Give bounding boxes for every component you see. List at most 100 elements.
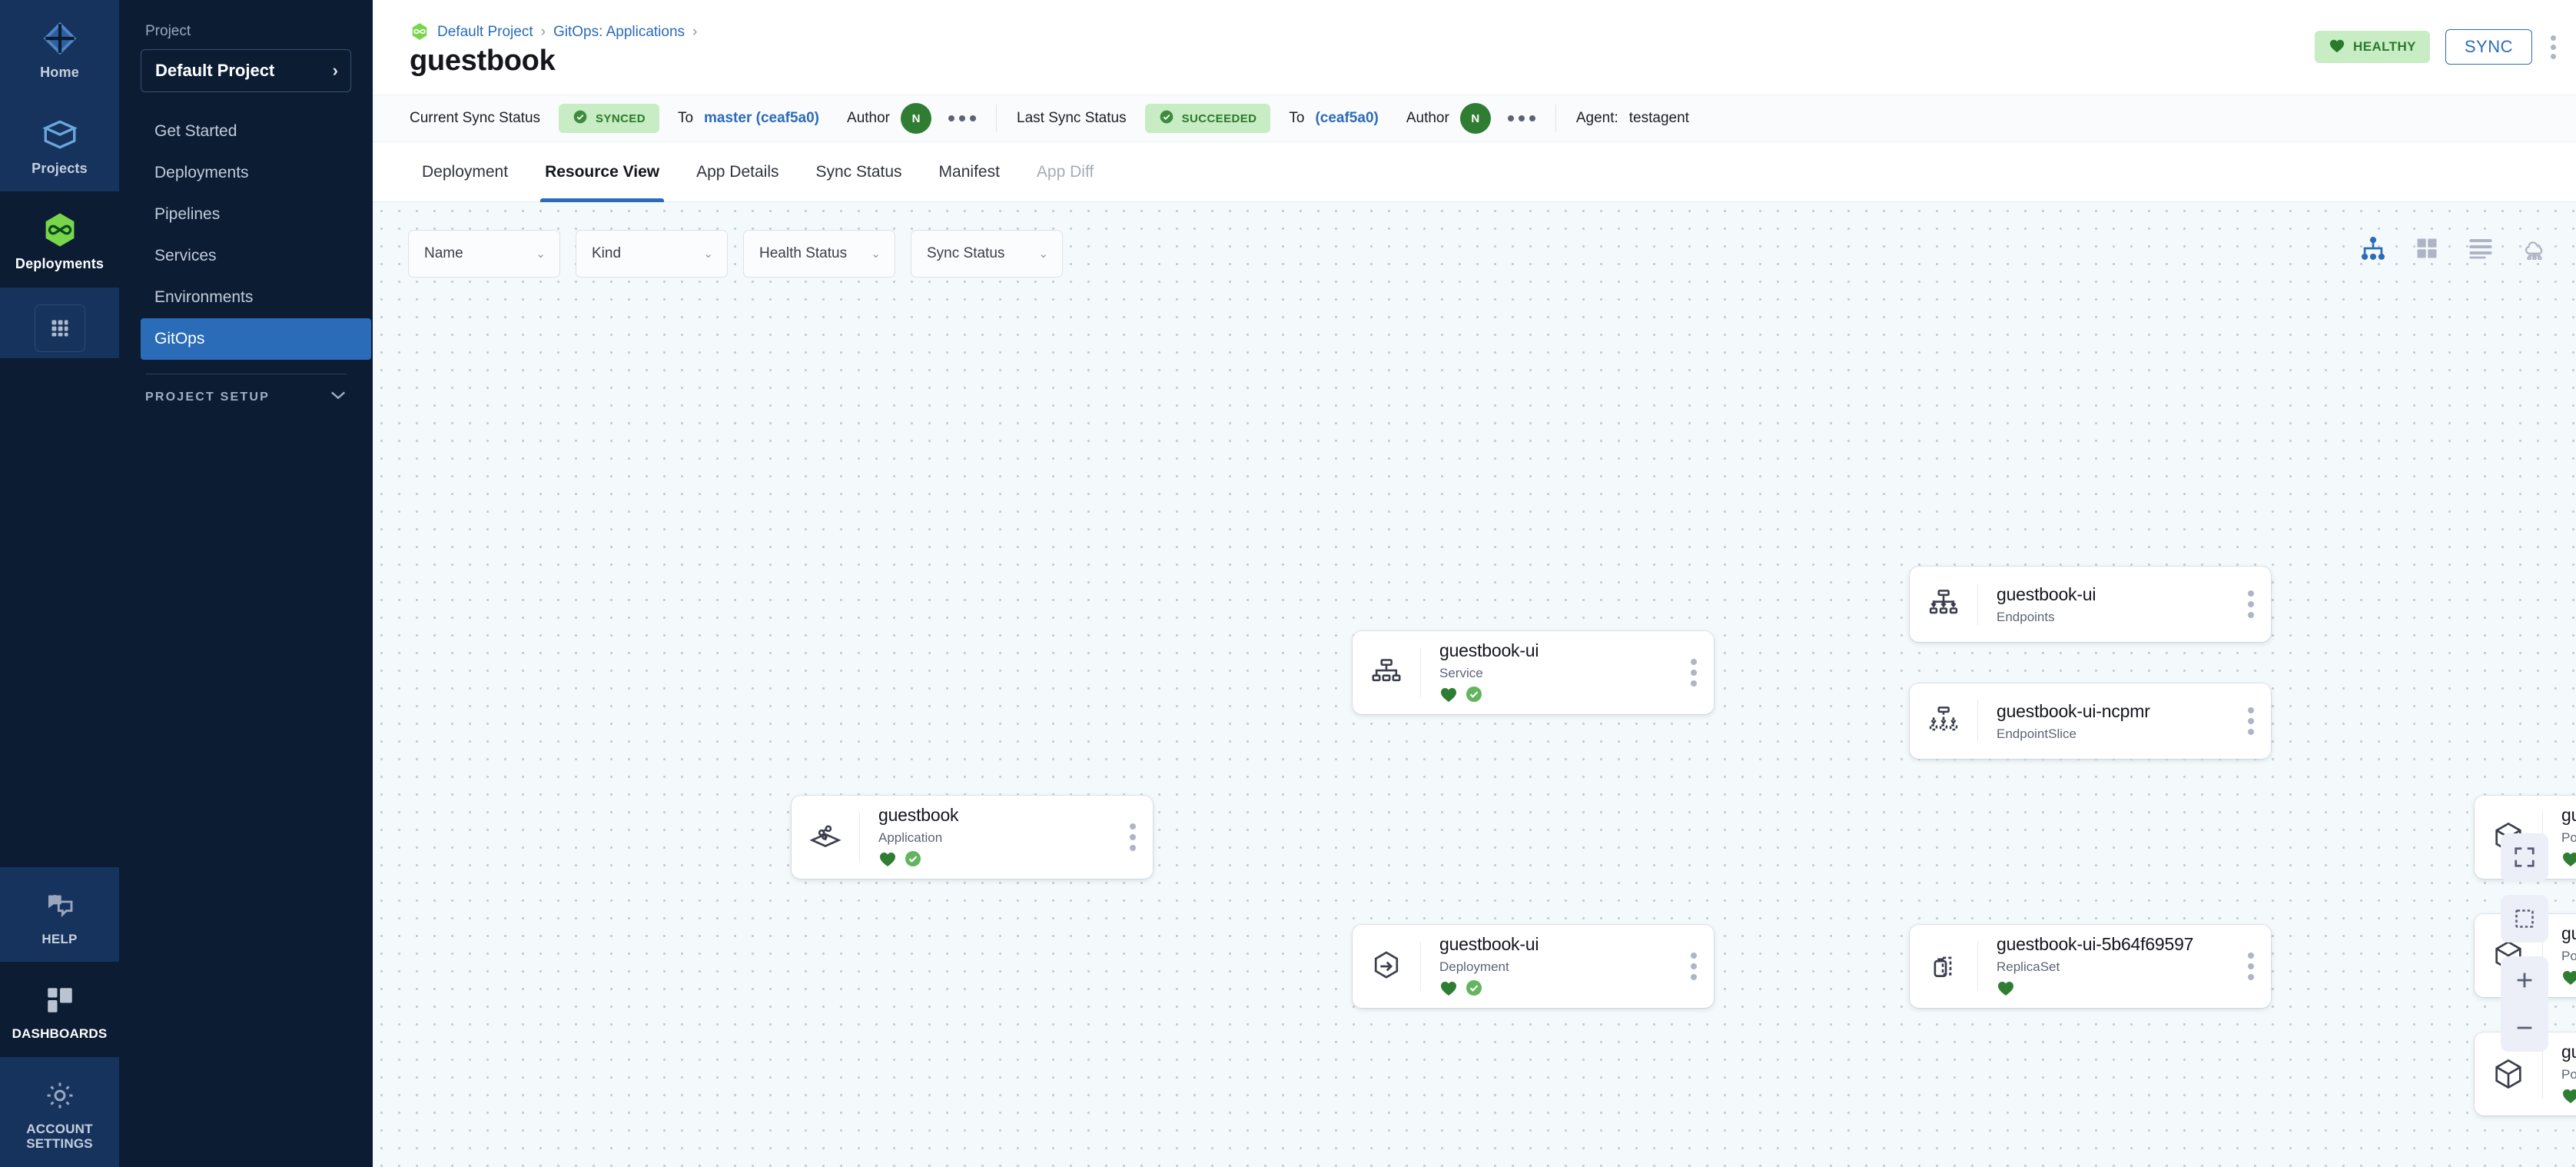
node-menu-icon[interactable] (1691, 659, 1714, 687)
endpoints-icon (1910, 587, 1977, 621)
node-kind: Service (1439, 666, 1483, 680)
node-menu-icon[interactable] (1130, 823, 1153, 851)
filter-sync-status[interactable]: Sync Status ⌄ (911, 230, 1063, 278)
svg-text:?: ? (51, 893, 58, 905)
current-sync-status-label: Current Sync Status (410, 110, 541, 126)
node-status (2561, 1088, 2576, 1106)
breadcrumb-item-gitops-applications[interactable]: GitOps: Applications (553, 23, 685, 40)
node-menu-icon[interactable] (2248, 707, 2271, 735)
status-badge-healthy: HEALTHY (2315, 31, 2430, 63)
tab-label: Sync Status (815, 162, 902, 181)
rail-label: Projects (32, 160, 88, 176)
check-circle-icon-2 (1159, 109, 1174, 128)
node-menu-icon[interactable] (2248, 590, 2271, 618)
zoom-in-icon[interactable] (2501, 956, 2548, 1004)
tab-app-details[interactable]: App Details (678, 142, 797, 202)
fullscreen-icon[interactable] (2501, 833, 2548, 881)
sidebar-item-label: Pipelines (154, 205, 221, 223)
tab-app-diff: App Diff (1018, 142, 1112, 202)
node-divider (2542, 1049, 2543, 1099)
zoom-out-icon[interactable] (2501, 1004, 2548, 1052)
node-name: guestbook-ui-ncpmr (1997, 700, 2150, 721)
sidebar-item-services[interactable]: Services (119, 235, 373, 277)
rail-label: HELP (41, 931, 78, 946)
rail-item-account-settings[interactable]: ACCOUNT SETTINGS (0, 1056, 119, 1167)
last-revision-link[interactable]: (ceaf5a0) (1315, 110, 1379, 126)
selection-box-icon[interactable] (2501, 895, 2548, 943)
node-menu-icon[interactable] (2248, 953, 2271, 980)
node-status (878, 850, 1130, 869)
tab-bar: Deployment Resource View App Details Syn… (373, 142, 2576, 202)
node-status (1439, 979, 1691, 999)
tree-view-icon[interactable] (2358, 233, 2388, 264)
sidebar-item-pipelines[interactable]: Pipelines (119, 194, 373, 235)
rail-item-help[interactable]: ? HELP (0, 866, 119, 963)
filter-health-status[interactable]: Health Status ⌄ (743, 230, 895, 278)
filter-kind[interactable]: Kind ⌄ (576, 230, 728, 278)
chevron-down-icon: ⌄ (1038, 248, 1048, 261)
rail-item-home[interactable]: Home (0, 0, 119, 96)
breadcrumb-separator-2: › (692, 23, 698, 40)
app-grid-icon[interactable] (34, 304, 85, 353)
project-selector-value: Default Project (155, 61, 275, 80)
sync-button[interactable]: SYNC (2445, 29, 2532, 65)
node-kind: Pod (2561, 1067, 2576, 1082)
node-name: guestbook-ui (1439, 640, 1539, 660)
current-revision-link[interactable]: master (ceaf5a0) (704, 110, 820, 126)
filter-bar: Name ⌄ Kind ⌄ Health Status ⌄ Sync Statu… (408, 230, 1063, 278)
sidebar-item-get-started[interactable]: Get Started (119, 111, 373, 152)
deployment-icon (1353, 949, 1420, 984)
sidebar-item-label: Environments (154, 288, 254, 306)
rail-item-apps[interactable] (0, 288, 119, 359)
endpointslice-icon (1910, 704, 1977, 738)
breadcrumb-item-default-project[interactable]: Default Project (437, 23, 533, 40)
status-badge-label: SYNCED (596, 111, 646, 125)
chevron-down-icon (330, 390, 347, 404)
main-content: Default Project › GitOps: Applications ›… (373, 0, 2576, 1167)
node-body: guestbook-ui-5b64f6959…Pod (2543, 923, 2576, 988)
grid-view-icon[interactable] (2412, 233, 2442, 264)
rail-item-projects[interactable]: Projects (0, 95, 119, 192)
health-heart-icon (1439, 686, 1458, 707)
resource-graph-canvas[interactable]: Name ⌄ Kind ⌄ Health Status ⌄ Sync Statu… (373, 202, 2576, 1167)
tab-label: App Details (696, 162, 779, 181)
current-sync-more-icon[interactable] (948, 115, 976, 121)
heart-icon (2329, 38, 2345, 57)
node-status (1997, 980, 2248, 999)
node-divider (1977, 584, 1978, 625)
agent-label: Agent: (1575, 110, 1618, 126)
sidebar-item-environments[interactable]: Environments (119, 277, 373, 318)
cloud-network-icon[interactable] (2519, 233, 2550, 264)
list-view-icon[interactable] (2465, 233, 2496, 264)
filter-name[interactable]: Name ⌄ (408, 230, 560, 278)
tab-manifest[interactable]: Manifest (921, 142, 1018, 202)
tab-deployment[interactable]: Deployment (410, 142, 526, 202)
rail-item-dashboards[interactable]: DASHBOARDS (0, 962, 119, 1057)
sidebar-project-setup[interactable]: PROJECT SETUP (119, 390, 373, 404)
tab-label: Resource View (545, 162, 660, 181)
top-bar: Default Project › GitOps: Applications ›… (373, 0, 2576, 95)
zoom-controls (2501, 956, 2548, 1052)
rail-label: ACCOUNT SETTINGS (26, 1121, 93, 1152)
tab-label: Deployment (422, 162, 509, 181)
node-menu-icon[interactable] (1691, 953, 1714, 980)
primary-nav-rail: Home Projects Deployments (0, 0, 119, 1167)
sidebar-item-deployments[interactable]: Deployments (119, 152, 373, 194)
node-divider (1977, 942, 1978, 991)
tab-sync-status[interactable]: Sync Status (797, 142, 920, 202)
project-selector[interactable]: Default Project › (141, 49, 351, 92)
filter-label: Kind (592, 245, 622, 261)
node-body: guestbook-ui-5b64f6959…Pod (2543, 1042, 2576, 1106)
tab-resource-view[interactable]: Resource View (526, 142, 678, 202)
kebab-vertical-icon[interactable] (2548, 32, 2559, 62)
last-sync-more-icon[interactable] (1507, 115, 1535, 121)
sidebar-item-gitops[interactable]: GitOps (141, 318, 371, 360)
node-divider (1420, 648, 1421, 697)
rail-item-deployments[interactable]: Deployments (0, 191, 119, 288)
